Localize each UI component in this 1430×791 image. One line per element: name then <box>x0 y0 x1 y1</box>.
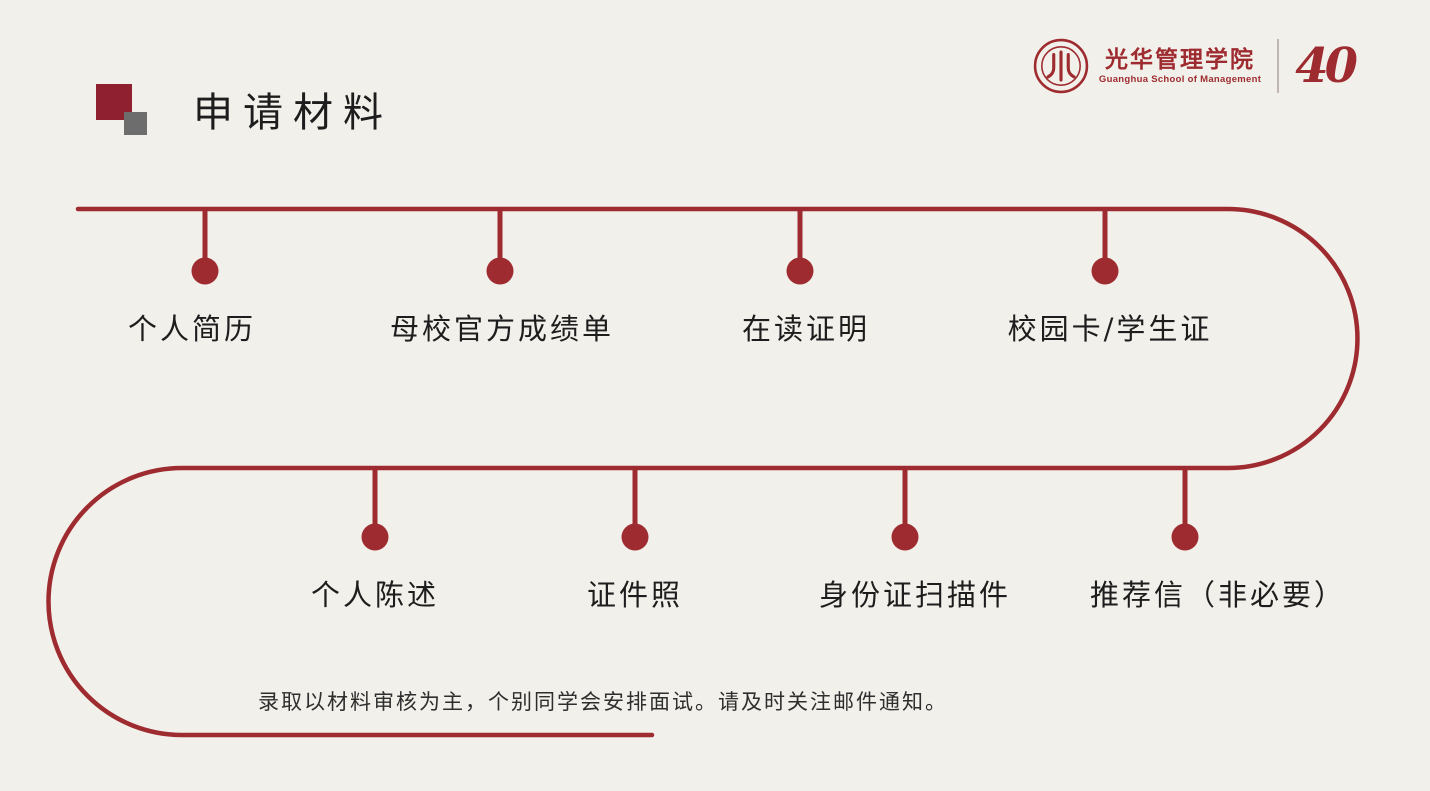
school-name-en: Guanghua School of Management <box>1098 73 1262 85</box>
admission-note: 录取以材料审核为主，个别同学会安排面试。请及时关注邮件通知。 <box>258 690 948 714</box>
timeline-label-id-photo: 证件照 <box>586 578 684 612</box>
title-decoration-gray-square <box>124 112 147 135</box>
timeline-node <box>1171 523 1199 551</box>
timeline-path <box>46 206 1360 738</box>
logo-divider <box>1277 39 1280 93</box>
timeline-label-campus-card: 校园卡/学生证 <box>1007 312 1213 346</box>
timeline-node <box>891 523 919 551</box>
pku-seal-icon <box>1033 38 1089 94</box>
school-name-block: 光华管理学院 Guanghua School of Management <box>1098 45 1262 86</box>
page-title: 申请材料 <box>193 90 393 136</box>
timeline-label-resume: 个人简历 <box>127 312 257 346</box>
timeline-label-transcript: 母校官方成绩单 <box>389 312 615 346</box>
timeline-label-enrollment: 在读证明 <box>741 312 871 346</box>
timeline-node <box>191 257 219 285</box>
school-logo: 光华管理学院 Guanghua School of Management 40 <box>1033 32 1358 100</box>
timeline-node <box>361 523 389 551</box>
timeline-label-id-scan: 身份证扫描件 <box>818 578 1012 612</box>
school-name-cn: 光华管理学院 <box>1105 45 1256 73</box>
timeline-node <box>486 257 514 285</box>
timeline-label-recommendation: 推荐信（非必要） <box>1089 578 1347 612</box>
timeline-node <box>1091 257 1119 285</box>
timeline-node <box>786 257 814 285</box>
timeline-label-statement: 个人陈述 <box>310 578 440 612</box>
timeline-node <box>621 523 649 551</box>
anniversary-40-mark: 40 <box>1295 38 1358 94</box>
